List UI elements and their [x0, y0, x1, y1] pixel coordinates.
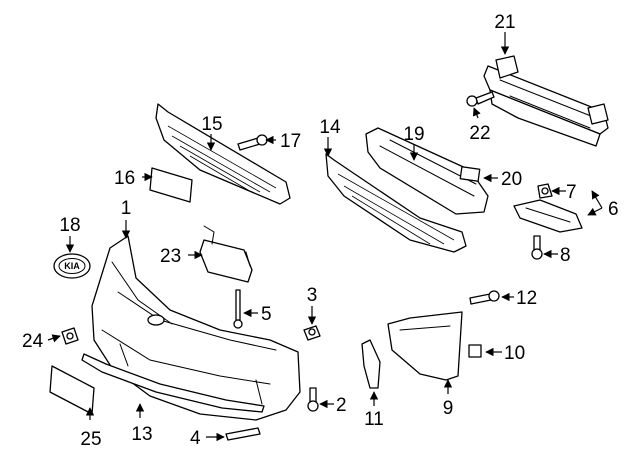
leader-22: [472, 107, 481, 119]
screw-12: [469, 290, 500, 305]
callout-14: 14: [319, 117, 341, 138]
callout-12: 12: [516, 288, 537, 309]
bracket-11: [361, 339, 381, 389]
lower-molding: [81, 353, 265, 413]
clip-24: [61, 327, 79, 345]
callout-11: 11: [364, 409, 384, 430]
callout-18: 18: [59, 215, 80, 236]
callout-16: 16: [114, 168, 135, 189]
callout-13: 13: [131, 424, 152, 445]
plate-16: [149, 167, 193, 203]
leader-6b: [587, 207, 603, 216]
callout-8: 8: [560, 245, 571, 266]
screw-8: [531, 235, 543, 260]
leader-lines: [47, 32, 603, 442]
callout-3: 3: [307, 285, 318, 306]
pad-20: [459, 166, 481, 182]
plate-bracket: [49, 365, 95, 415]
callout-6: 6: [608, 199, 619, 220]
callout-numbers: 1 2 3 4 5 6 7 8 9 10 11 12 13 14 15 16 1…: [22, 12, 619, 450]
lower-grille: [325, 153, 467, 253]
callout-1: 1: [121, 198, 132, 219]
bolt-2: [307, 387, 319, 412]
callout-24: 24: [22, 331, 44, 352]
callout-7: 7: [566, 182, 577, 203]
kia-emblem: KIA: [53, 253, 91, 279]
leader-6a: [591, 190, 603, 209]
callout-25: 25: [80, 429, 101, 450]
screw-17: [237, 134, 268, 151]
callout-4: 4: [190, 428, 201, 449]
callout-19: 19: [403, 124, 424, 145]
bolt-22: [466, 91, 495, 107]
side-bracket: [513, 199, 583, 233]
callout-21: 21: [494, 12, 515, 33]
callout-2: 2: [336, 395, 347, 416]
clip-7: [537, 183, 553, 199]
callout-9: 9: [443, 398, 454, 419]
nut-10: [468, 344, 482, 358]
impact-beam: [483, 55, 609, 147]
emblem-text: KIA: [64, 261, 80, 271]
leader-24: [47, 334, 61, 343]
callout-10: 10: [504, 343, 525, 364]
callout-15: 15: [201, 114, 222, 135]
strip-4: [225, 427, 261, 441]
bracket-9: [387, 311, 463, 381]
upper-grille: [155, 103, 291, 205]
callout-5: 5: [261, 304, 272, 325]
bumper-cover: [91, 235, 301, 421]
callout-23: 23: [160, 246, 181, 267]
callout-22: 22: [469, 123, 490, 144]
bolt-5: [233, 289, 243, 329]
callout-20: 20: [501, 169, 522, 190]
clip-3: [303, 325, 321, 341]
sensor-module: [199, 225, 253, 283]
callout-17: 17: [280, 131, 301, 152]
